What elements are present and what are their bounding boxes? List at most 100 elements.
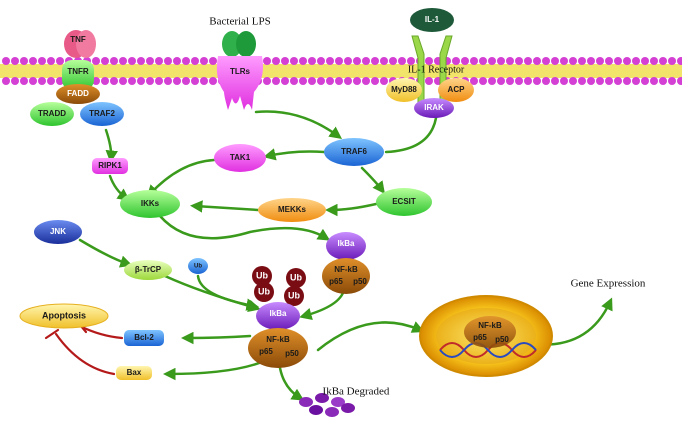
- arrow-jnk-to-btrcp: [78, 238, 133, 268]
- membrane-lipid-head: [263, 77, 271, 85]
- mekks-label: MEKKs: [278, 205, 307, 214]
- membrane-lipid-head: [191, 57, 199, 65]
- membrane-lipid-head: [614, 77, 622, 85]
- ikba-nfkb-top-complex: IkBa NF-kB p65 p50: [322, 232, 370, 294]
- membrane-lipid-head: [209, 57, 217, 65]
- membrane-lipid-head: [344, 77, 352, 85]
- membrane-lipid-head: [299, 77, 307, 85]
- membrane-lipid-head: [209, 77, 217, 85]
- membrane-lipid-head: [677, 57, 682, 65]
- membrane-lipid-head: [119, 57, 127, 65]
- membrane-lipid-head: [371, 77, 379, 85]
- membrane-lipid-head: [47, 57, 55, 65]
- arrow-irak-to-traf6: [384, 116, 438, 154]
- membrane-lipid-head: [101, 77, 109, 85]
- nfkb-mid-label: NF-kB: [266, 335, 290, 344]
- membrane-lipid-head: [155, 77, 163, 85]
- ecsit-node: [376, 188, 432, 216]
- membrane-lipid-head: [506, 77, 514, 85]
- membrane-lipid-head: [353, 57, 361, 65]
- nfkb-top-node: [322, 258, 370, 294]
- membrane-lipid-head: [191, 77, 199, 85]
- membrane-lipid-head: [326, 57, 334, 65]
- ikba-top-label: IkBa: [338, 239, 355, 248]
- membrane-lipid-head: [173, 77, 181, 85]
- cell-membrane: [0, 57, 682, 85]
- ub-small-label: Ub: [194, 264, 202, 270]
- membrane-lipid-head: [101, 57, 109, 65]
- membrane-lipid-head: [200, 57, 208, 65]
- ecsit-label: ECSIT: [392, 197, 416, 206]
- traf6-node: [324, 138, 384, 166]
- membrane-lipid-head: [290, 57, 298, 65]
- tlrs-receptor: [216, 56, 263, 110]
- membrane-lipid-head: [650, 57, 658, 65]
- caption-gene-expression: Gene Expression: [571, 278, 646, 290]
- bax-node: [116, 366, 152, 380]
- membrane-lipid-head: [542, 77, 550, 85]
- membrane-lipid-head: [299, 57, 307, 65]
- membrane-lipid-head: [551, 57, 559, 65]
- membrane-lipid-head: [659, 57, 667, 65]
- membrane-lipid-head: [623, 57, 631, 65]
- membrane-lipid-head: [146, 57, 154, 65]
- ub-4: [284, 286, 304, 306]
- membrane-lipid-head: [677, 77, 682, 85]
- fadd-label: FADD: [67, 89, 89, 98]
- ripk1-label: RIPK1: [98, 161, 122, 170]
- membrane-lipid-head: [182, 77, 190, 85]
- membrane-lipid-head: [668, 57, 676, 65]
- membrane-lipid-head: [281, 57, 289, 65]
- mekks-node: [258, 198, 326, 222]
- arrow-nfkb-to-degraded: [278, 366, 305, 401]
- tradd-node: [30, 102, 74, 126]
- membrane-lipid-head: [281, 77, 289, 85]
- membrane-lipid-head: [56, 57, 64, 65]
- membrane-lipid-head: [398, 57, 406, 65]
- membrane-lipid-head: [389, 57, 397, 65]
- ubiquitin-cluster: Ub Ub Ub Ub: [252, 266, 306, 306]
- apoptosis-node: [19, 303, 109, 329]
- membrane-lipid-head: [650, 77, 658, 85]
- nfkb-mid-node: [248, 328, 308, 368]
- irak-label: IRAK: [424, 103, 444, 112]
- ikba-top-node: [326, 232, 366, 260]
- membrane-lipid-head: [569, 77, 577, 85]
- membrane-lipid-head: [614, 57, 622, 65]
- acp-label: ACP: [448, 85, 466, 94]
- arrows: [78, 110, 613, 401]
- il1-receptor-complex: IL-1 MyD88 ACP IRAK: [386, 8, 474, 118]
- membrane-lipid-head: [524, 57, 532, 65]
- membrane-lipid-head: [119, 77, 127, 85]
- membrane-lipid-head: [452, 57, 460, 65]
- arrow-ub-to-ikba: [196, 274, 259, 311]
- membrane-lipid-head: [326, 77, 334, 85]
- il1-ligand: [410, 8, 454, 32]
- membrane-lipid-head: [488, 77, 496, 85]
- membrane-lipid-head: [605, 57, 613, 65]
- membrane-lipid-head: [308, 57, 316, 65]
- jnk-node: [34, 220, 82, 244]
- membrane-lipid-head: [38, 57, 46, 65]
- membrane-lipid-head: [137, 77, 145, 85]
- membrane-lipid-head: [380, 77, 388, 85]
- nfkb-nucleus-label: NF-kB: [478, 321, 502, 330]
- membrane-lipid-head: [587, 77, 595, 85]
- membrane-lipid-head: [641, 57, 649, 65]
- p50-nucleus-label: p50: [495, 335, 509, 344]
- p65-mid-label: p65: [259, 347, 273, 356]
- ikba-mid-node: [256, 302, 300, 330]
- membrane-lipid-head: [164, 57, 172, 65]
- membrane-lipid-head: [578, 57, 586, 65]
- bcl2-node: [124, 330, 164, 346]
- membrane-lipid-head: [137, 57, 145, 65]
- signalling-nodes: RIPK1 TAK1 TRAF6 IKKs MEKKs ECSIT JNK β-…: [34, 138, 432, 280]
- traf6-label: TRAF6: [341, 147, 367, 156]
- irak-node: [414, 98, 454, 118]
- inhibit-bax-apoptosis: [54, 332, 116, 376]
- p65-top-label: p65: [329, 277, 343, 286]
- apoptosis-branch: Apoptosis Bcl-2 Bax: [19, 303, 164, 380]
- tak1-node: [214, 144, 266, 172]
- membrane-lipid-head: [515, 57, 523, 65]
- membrane-lipid-head: [479, 57, 487, 65]
